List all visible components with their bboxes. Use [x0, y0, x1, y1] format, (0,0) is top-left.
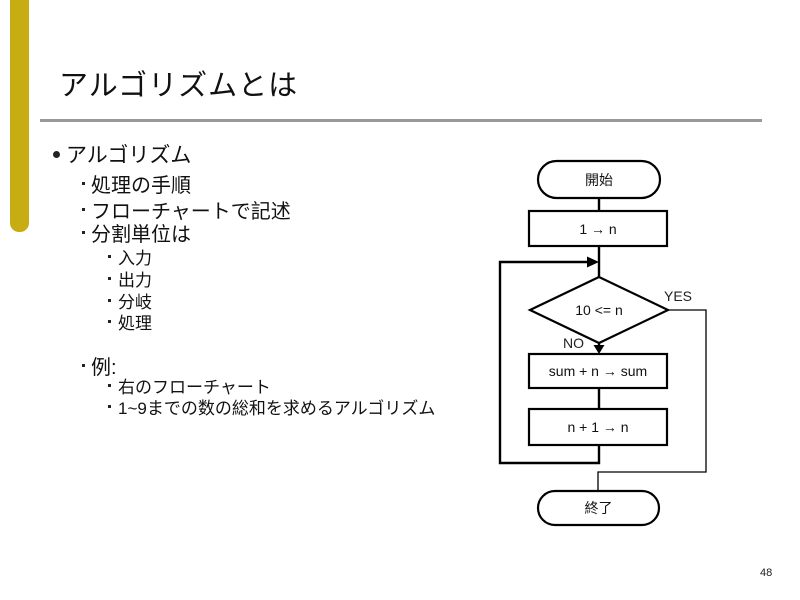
outline-item-l1: アルゴリズム: [53, 139, 191, 169]
outline-item-label: 右のフローチャート: [118, 378, 271, 397]
outline-item-l3: 出力: [108, 266, 152, 291]
start-node-label: 開始: [585, 171, 613, 188]
bullet-icon: [82, 364, 85, 367]
bullet-icon: [82, 231, 85, 234]
outline-item-l2: フローチャートで記述: [82, 195, 291, 224]
outline-item-l3: 分岐: [108, 288, 152, 313]
outline-item-label: 1~9までの数の総和を求めるアルゴリズム: [118, 399, 436, 418]
sum-node-label: sum + n → sum: [548, 363, 648, 379]
outline-item-label: フローチャートで記述: [91, 201, 291, 223]
arrowhead-into-decision: [587, 256, 599, 268]
bullet-icon: [108, 320, 111, 323]
end-node-label: 終了: [584, 500, 613, 516]
yes-edge-label: YES: [664, 288, 693, 304]
decision-node-label: 10 <= n: [575, 302, 623, 318]
outline-item-label: 分割単位は: [91, 224, 191, 246]
title-divider: [40, 119, 762, 122]
bullet-icon: [108, 277, 111, 280]
no-edge-label: NO: [563, 335, 584, 351]
outline-item-l3: 入力: [108, 244, 152, 269]
bullet-icon: [108, 384, 111, 387]
increment-node-label: n + 1 → n: [567, 419, 629, 435]
outline-item-label: 出力: [118, 271, 152, 290]
outline-item-l3: 右のフローチャート: [108, 373, 271, 398]
outline-item-label: 例:: [91, 357, 117, 379]
bullet-icon: [108, 255, 111, 258]
outline-item-label: アルゴリズム: [66, 144, 192, 167]
bullet-icon: [53, 150, 60, 158]
outline-item-label: 処理: [118, 314, 152, 333]
outline-item-label: 分岐: [118, 293, 152, 312]
outline-item-l2: 処理の手順: [82, 169, 191, 198]
outline-item-l3: 1~9までの数の総和を求めるアルゴリズム: [108, 394, 435, 419]
accent-bar: [10, 0, 29, 232]
page-number: 48: [760, 567, 773, 579]
init-node-label: 1 → n: [579, 220, 617, 237]
outline-item-label: 入力: [118, 249, 152, 268]
page-title: アルゴリズムとは: [59, 70, 299, 102]
outline-item-example: 例:: [82, 351, 117, 380]
bullet-icon: [82, 208, 85, 211]
outline-item-l3: 処理: [108, 309, 152, 334]
arrowhead-into-sum: [593, 345, 605, 354]
bullet-icon: [108, 405, 111, 408]
outline-item-label: 処理の手順: [91, 175, 191, 197]
bullet-icon: [108, 299, 111, 302]
bullet-icon: [82, 182, 85, 185]
outline-item-l2: 分割単位は: [82, 218, 191, 247]
